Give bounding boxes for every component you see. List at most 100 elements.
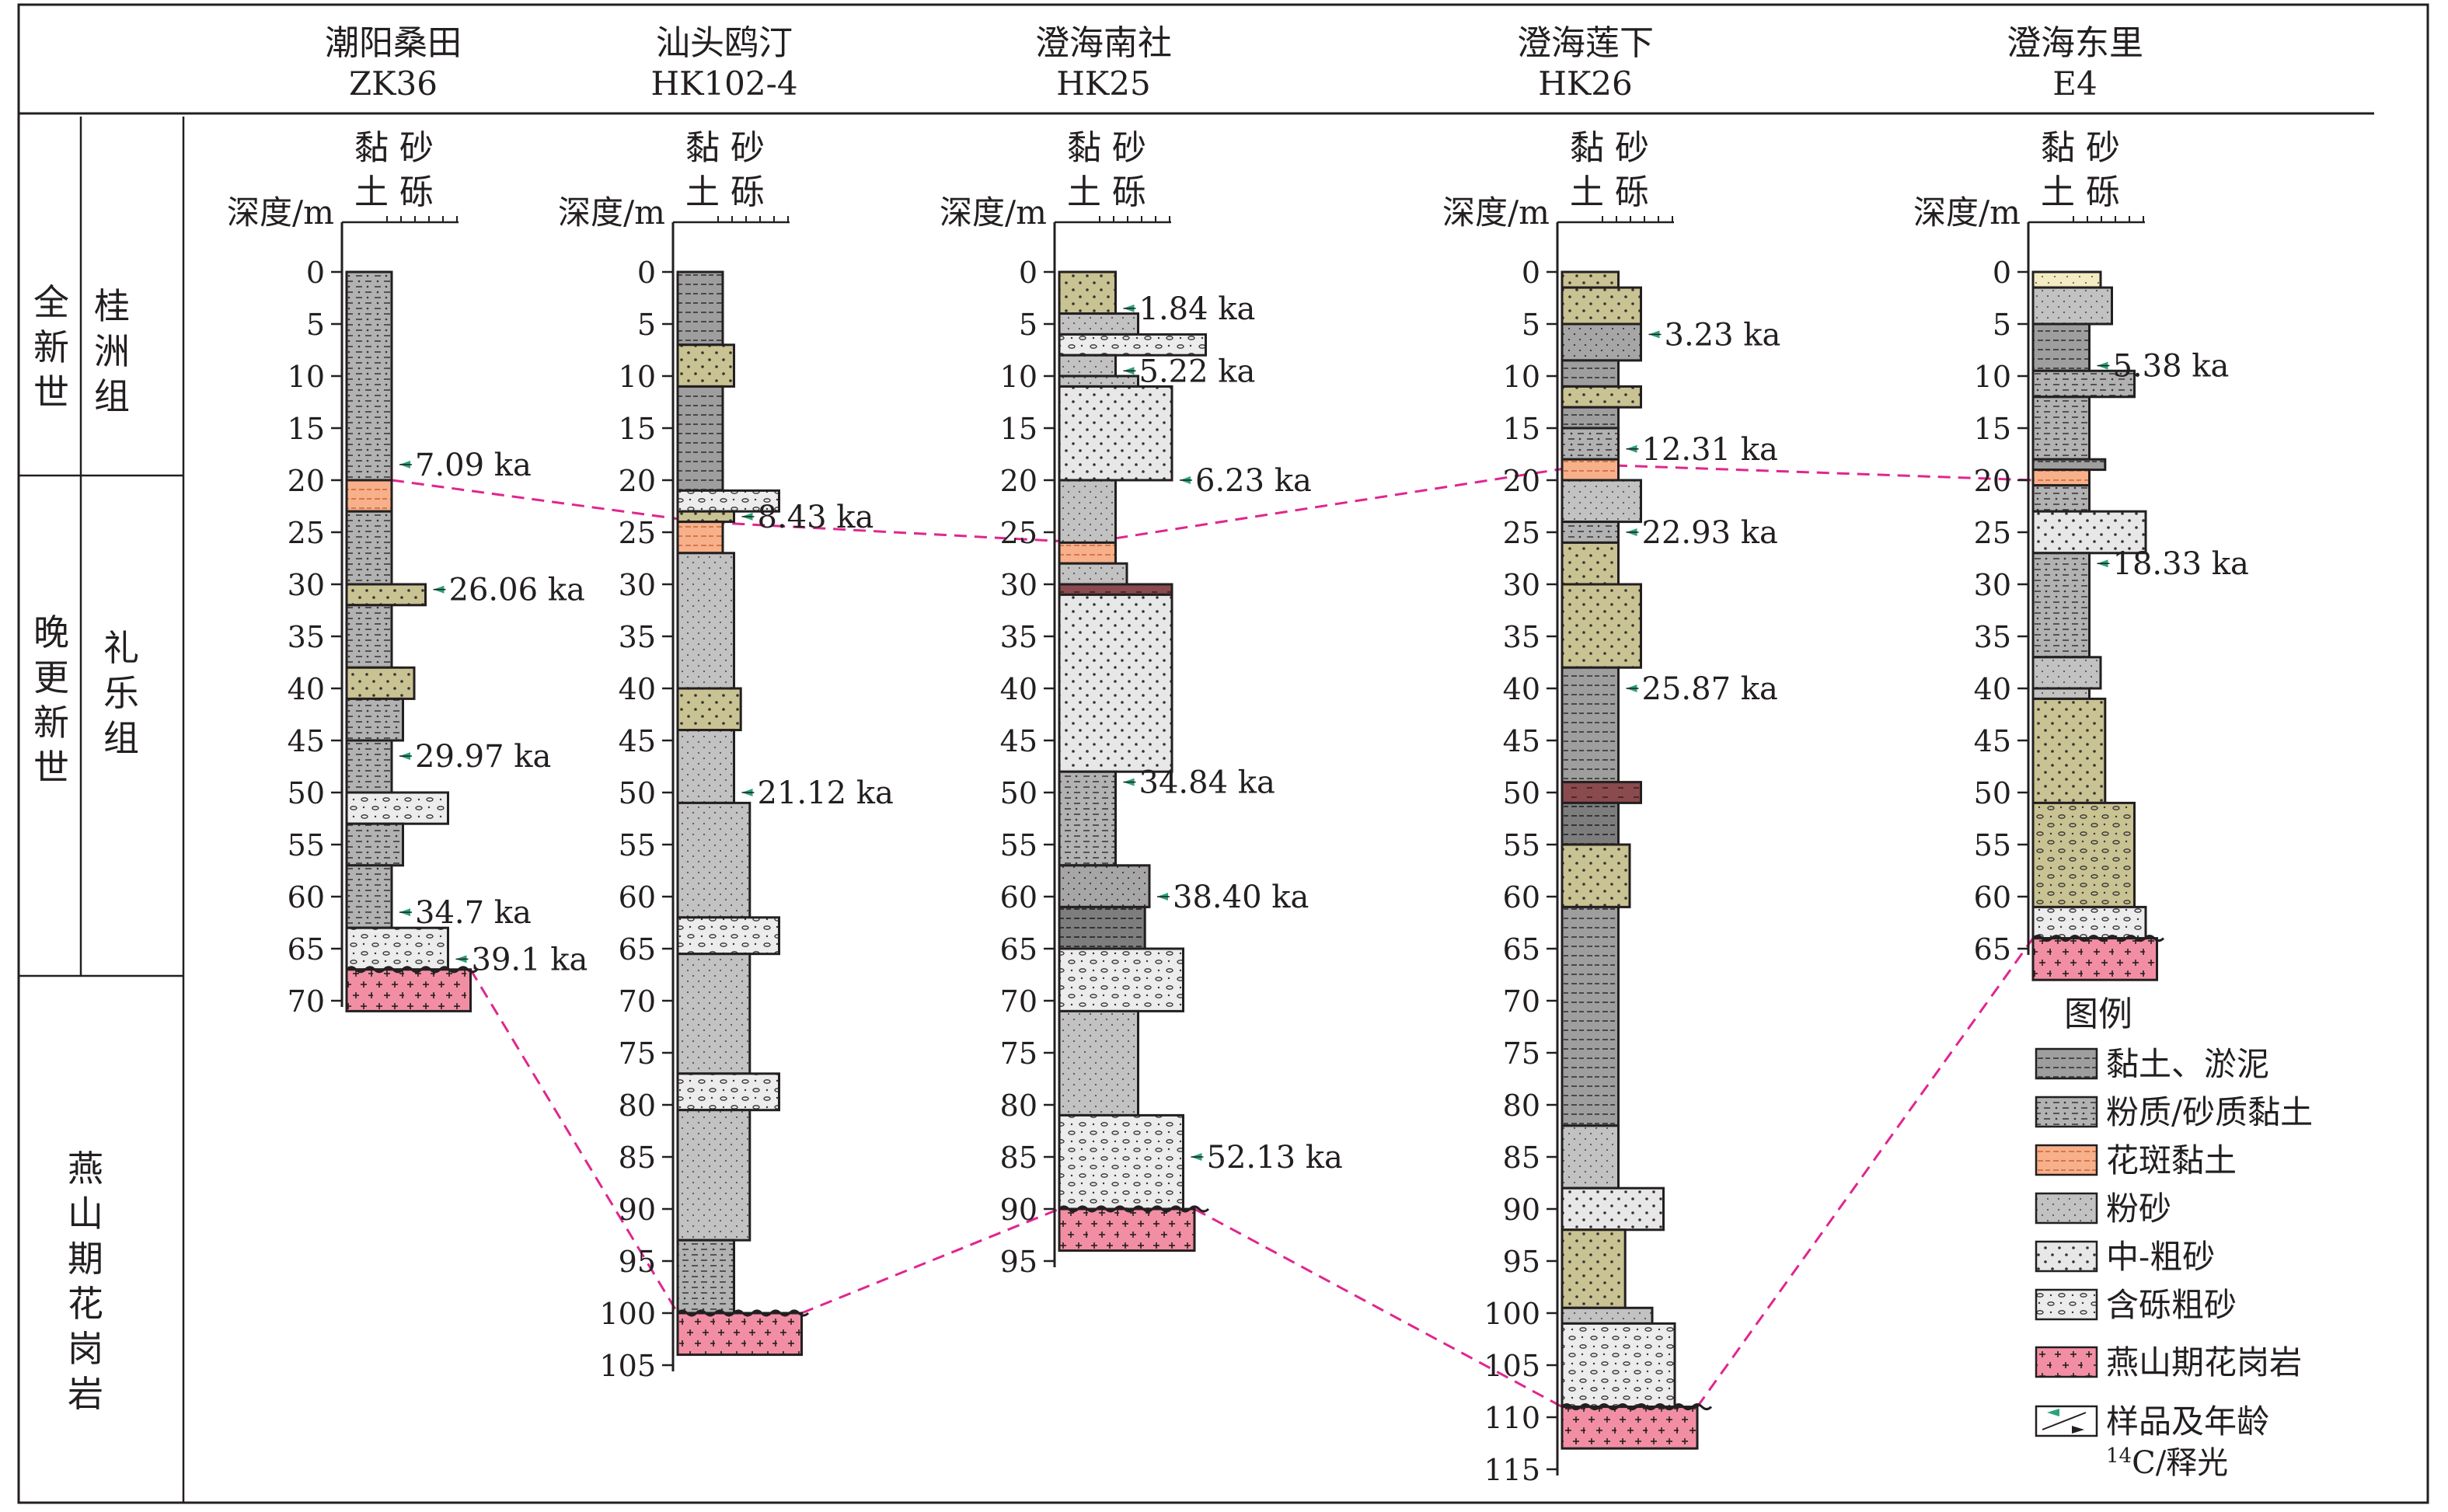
- layer-medium-coarse-sand: [1561, 843, 1631, 908]
- column-head-clay2: 土: [2041, 172, 2075, 212]
- strat-char: 花: [68, 1283, 103, 1325]
- depth-tick-label: 55: [288, 828, 325, 862]
- depth-tick-label: 30: [1503, 568, 1540, 602]
- layer-gravelly-sand-tan: [2031, 801, 2136, 908]
- borehole-name: 澄海东里: [2007, 23, 2143, 63]
- depth-tick-label: 80: [1503, 1089, 1540, 1123]
- depth-tick-label: 65: [1503, 932, 1540, 967]
- layer-sand-yellow: [2031, 270, 2102, 289]
- sample-age: 5.38 ka: [2113, 349, 2230, 385]
- strat-char: 洲: [94, 330, 130, 372]
- granite-contact: [2031, 935, 2165, 942]
- borehole-e4: 澄海东里E4黏砂土砾深度/m05101520253035404550556065…: [1913, 23, 2249, 981]
- depth-tick-label: 5: [1522, 308, 1540, 342]
- layer-silt: [676, 1109, 751, 1242]
- layer-silt: [1058, 354, 1117, 378]
- depth-tick-label: 35: [288, 620, 325, 654]
- strat-char: 晚: [33, 611, 69, 653]
- depth-tick-label: 45: [1000, 724, 1037, 758]
- depth-tick-label: 50: [1503, 776, 1540, 810]
- layer-medium-coarse-sand: [1561, 286, 1642, 326]
- depth-tick-label: 30: [1000, 568, 1037, 602]
- column-head-gravel: 砂: [1112, 128, 1146, 168]
- legend-label: 粉砂: [2106, 1190, 2171, 1228]
- depth-tick-label: 55: [1000, 828, 1037, 862]
- layer-gravelly-sand: [1058, 333, 1207, 357]
- depth-tick-label: 50: [1974, 776, 2011, 810]
- strat-char: 世: [33, 371, 69, 413]
- layer-granite: [1058, 1207, 1196, 1252]
- layer-silt-dark: [1058, 864, 1151, 908]
- layer-silt: [2031, 286, 2113, 326]
- depth-tick-label: 35: [1974, 620, 2011, 654]
- layer-granite: [1561, 1406, 1699, 1450]
- layer-granite: [2031, 937, 2158, 981]
- layer-silt: [1058, 1009, 1139, 1117]
- legend-title: 图例: [2064, 995, 2132, 1034]
- depth-label: 深度/m: [558, 193, 665, 232]
- depth-tick-label: 45: [288, 724, 325, 758]
- depth-tick-label: 0: [1522, 256, 1540, 290]
- sample-age: 6.23 ka: [1195, 463, 1312, 499]
- depth-tick-label: 60: [288, 880, 325, 915]
- layer-clay-silt: [2031, 322, 2091, 372]
- layer-silt-dark: [1561, 322, 1642, 362]
- depth-tick-label: 80: [619, 1089, 656, 1123]
- depth-tick-label: 100: [1484, 1297, 1540, 1331]
- depth-tick-label: 40: [288, 672, 325, 706]
- depth-tick-label: 25: [288, 516, 325, 550]
- depth-tick-label: 90: [1000, 1193, 1037, 1227]
- strat-char: 岩: [68, 1373, 103, 1415]
- depth-tick-label: 110: [1484, 1401, 1540, 1435]
- layer-clay-silt: [1561, 666, 1620, 784]
- depth-tick-label: 75: [1503, 1036, 1540, 1071]
- layer-medium-coarse-sand-light: [1561, 1186, 1665, 1232]
- layer-clay-silt: [1561, 359, 1620, 388]
- depth-tick-label: 5: [1993, 308, 2011, 342]
- depth-tick-label: 0: [1019, 256, 1037, 290]
- depth-tick-label: 115: [1484, 1453, 1540, 1487]
- layer-silty-clay: [1561, 427, 1620, 461]
- layer-mottled-clay: [1561, 458, 1620, 482]
- depth-tick-label: 20: [1974, 464, 2011, 498]
- granite-contact: [676, 1309, 810, 1317]
- layer-silt: [1561, 1306, 1654, 1325]
- layer-silt: [2031, 687, 2091, 700]
- legend-label: 花斑黏土: [2106, 1141, 2237, 1179]
- layer-silty-clay: [345, 604, 393, 669]
- depth-tick-label: 100: [599, 1297, 656, 1331]
- legend-label: 燕山期花岗岩: [2106, 1343, 2302, 1381]
- layer-clay-silt: [2031, 458, 2107, 472]
- legend-label: 中-粗砂: [2106, 1238, 2215, 1276]
- legend-sample-method: 14C/释光: [2106, 1444, 2228, 1481]
- layer-silt: [1058, 312, 1139, 336]
- borehole-code: ZK36: [349, 64, 438, 103]
- legend-swatch: [2035, 1346, 2098, 1378]
- depth-tick-label: 10: [1503, 360, 1540, 394]
- sample-age: 34.7 ka: [415, 895, 532, 931]
- depth-tick-label: 30: [1974, 568, 2011, 602]
- column-head-gravel: 砂: [2086, 128, 2120, 168]
- figure-frame: [17, 3, 2429, 1504]
- depth-tick-label: 65: [619, 932, 656, 967]
- layer-medium-coarse-sand: [1561, 541, 1620, 586]
- layer-silty-clay: [1058, 770, 1117, 867]
- legend-sample-swatch: [2035, 1405, 2098, 1437]
- sample-age: 26.06 ka: [449, 573, 585, 608]
- sample-age: 21.12 ka: [758, 775, 894, 811]
- column-head-clay: 黏: [685, 128, 720, 168]
- depth-label: 深度/m: [1442, 193, 1550, 232]
- strat-char: 山: [68, 1193, 103, 1235]
- depth-tick-label: 20: [1503, 464, 1540, 498]
- layer-medium-coarse-sand: [676, 687, 742, 732]
- layer-silt: [676, 953, 751, 1075]
- layer-mottled-clay: [1058, 541, 1117, 565]
- layer-medium-coarse-sand-light: [2031, 510, 2147, 555]
- layer-clay-silt: [676, 270, 724, 347]
- layer-silty-clay: [345, 822, 404, 867]
- layer-silty-clay: [2031, 395, 2091, 461]
- holocene-label: 全新世: [33, 281, 69, 413]
- depth-tick-label: 45: [619, 724, 656, 758]
- sample-age: 25.87 ka: [1642, 671, 1778, 707]
